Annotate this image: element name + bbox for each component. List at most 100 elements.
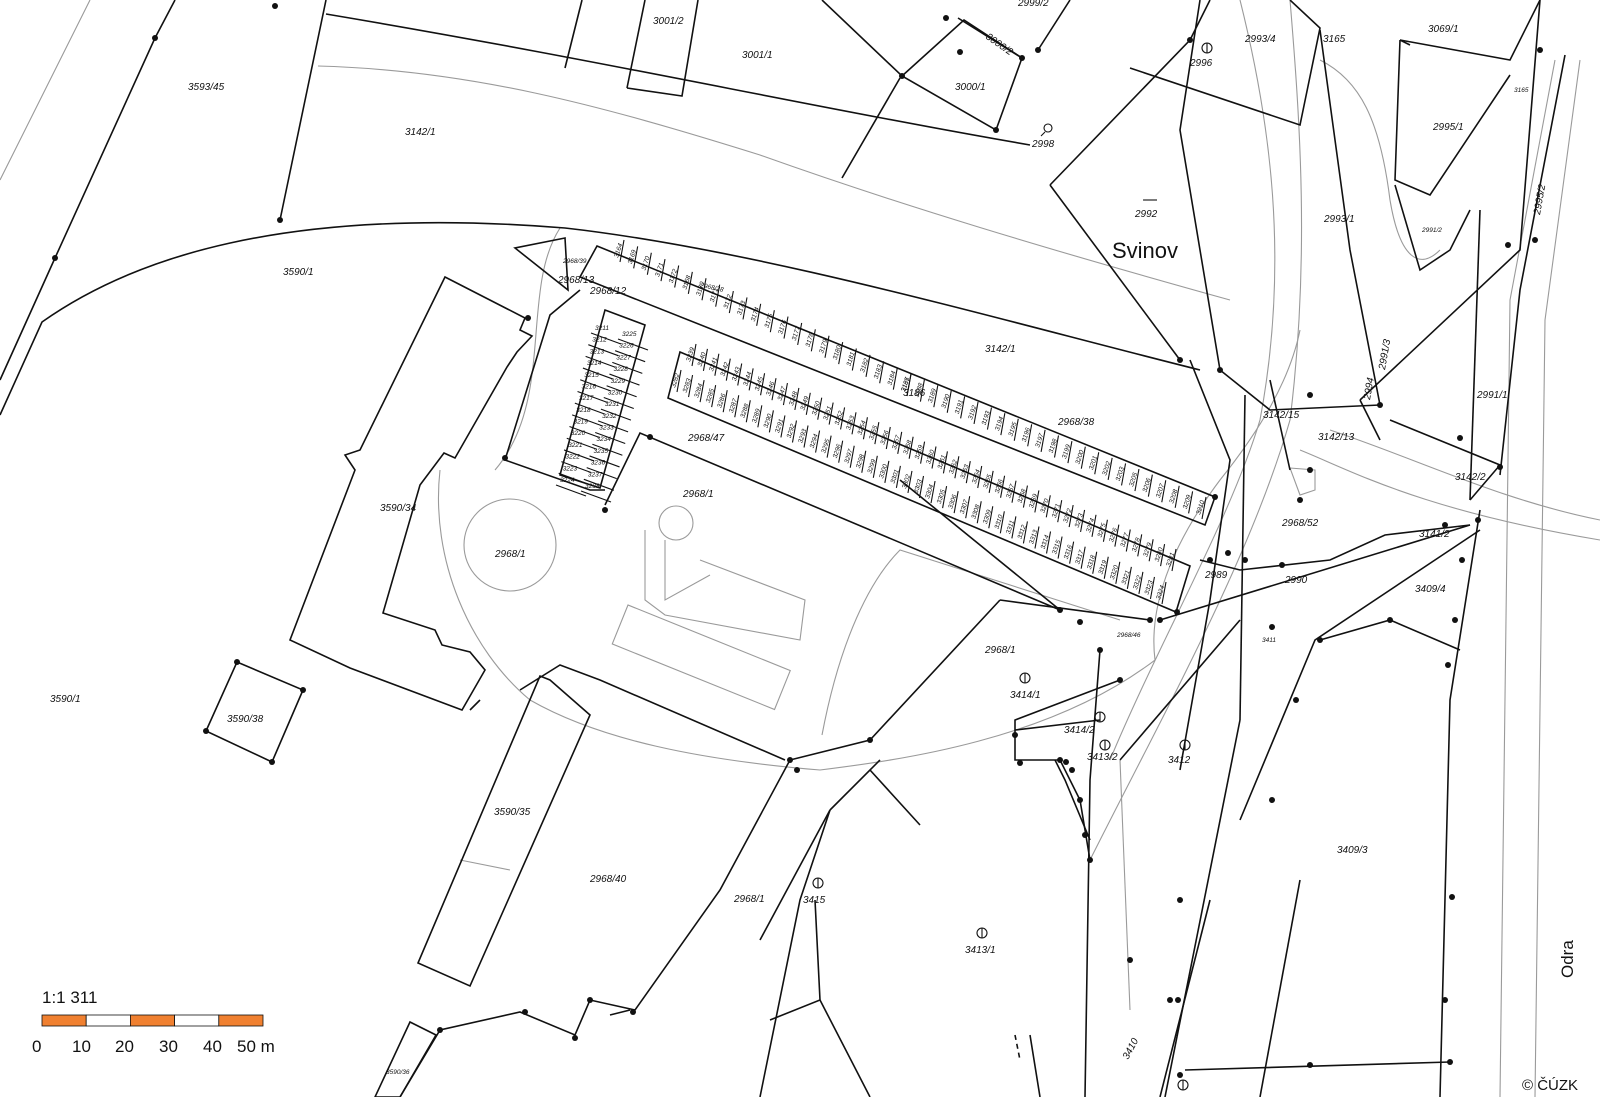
boundary-vertex xyxy=(787,757,793,763)
garage-number-label: 3171 xyxy=(709,287,720,303)
garage-divider xyxy=(1103,556,1109,579)
parcel-label: 3590/1 xyxy=(50,694,81,705)
garage-divider xyxy=(920,441,926,464)
scale-segment xyxy=(218,1014,264,1027)
garage-number-label: 3222 xyxy=(565,454,580,461)
garage-number-label: 3218 xyxy=(576,407,591,414)
scale-tick: 10 xyxy=(72,1037,91,1056)
boundary-vertex xyxy=(1217,367,1223,373)
garage-number-label: 3295 xyxy=(820,438,831,454)
garage-number-label: 3253 xyxy=(845,415,856,431)
parcel-label: 3413/2 xyxy=(1087,752,1118,763)
parcel-label: 2993/1 xyxy=(1323,214,1355,225)
garage-divider xyxy=(986,407,992,430)
garage-divider xyxy=(1161,480,1167,503)
garage-divider xyxy=(555,484,587,497)
garage-number-label: 3323 xyxy=(1144,579,1155,595)
boundary-vertex xyxy=(1497,464,1503,470)
boundary-vertex xyxy=(1069,767,1075,773)
garage-divider xyxy=(826,435,832,458)
garage-divider xyxy=(688,374,694,398)
garage-divider xyxy=(906,373,912,397)
parcel-label: 3415 xyxy=(803,895,826,906)
garage-divider xyxy=(1057,536,1063,559)
garage-divider xyxy=(722,390,728,413)
boundary-vertex xyxy=(1177,1072,1183,1078)
garage-divider xyxy=(1045,495,1051,518)
garage-number-label: 3224 xyxy=(560,477,575,484)
garage-number-label: 3310 xyxy=(994,514,1005,530)
boundary-vertex xyxy=(300,687,306,693)
garage-number-label: 3219 xyxy=(573,419,588,426)
boundary-vertex xyxy=(502,455,508,461)
garage-divider xyxy=(592,443,623,456)
garage-number-label: 3171 xyxy=(654,261,665,277)
building-3590-35 xyxy=(416,674,591,988)
parcel-label: 2968/47 xyxy=(687,433,725,444)
parcel-label: 3409/4 xyxy=(1415,584,1446,595)
garage-number-label: 3176 xyxy=(777,319,788,335)
garage-number-label: 3256 xyxy=(880,429,891,445)
parcel-labels: 3593/45 3142/1 3001/1 3001/2 3000/1 3000… xyxy=(50,0,1548,1076)
garage-divider xyxy=(1045,531,1052,554)
garage-number-label: 3228 xyxy=(613,366,628,373)
garage-divider xyxy=(931,446,937,469)
garage-divider xyxy=(1080,446,1086,469)
garage-number-label: 3294 xyxy=(809,433,820,449)
garage-number-label: 3212 xyxy=(592,337,607,344)
garage-number-label: 3193 xyxy=(981,410,992,426)
boundary-vertex xyxy=(1212,494,1218,500)
garage-divider xyxy=(582,367,614,380)
garage-divider xyxy=(824,335,830,358)
scale-segments xyxy=(41,1014,264,1027)
garage-number-label: 3243 xyxy=(731,366,742,382)
garage-number-label: 3307 xyxy=(959,499,970,515)
building-symbol-icon xyxy=(1201,42,1213,54)
boundary-vertex xyxy=(1077,619,1083,625)
garage-number-label: 3255 xyxy=(868,424,879,440)
garage-number-label: 3179 xyxy=(818,338,829,354)
garage-number-label: 3242 xyxy=(720,361,731,377)
garage-number-label: 3168 xyxy=(682,274,693,290)
garage-divider xyxy=(577,390,608,403)
garage-number-label: 3312 xyxy=(1017,524,1028,540)
parcel-label: 3409/3 xyxy=(1337,845,1368,856)
garage-divider xyxy=(702,348,708,371)
garage-divider xyxy=(1013,418,1019,441)
parcel-label: 2991/1 xyxy=(1476,390,1508,401)
boundary-vertex xyxy=(1447,1059,1453,1065)
garage-number-label: 3278 xyxy=(1131,537,1142,553)
garage-number-label: 3234 xyxy=(596,436,611,443)
boundary-vertex xyxy=(1175,997,1181,1003)
garage-number-label: 3300 xyxy=(878,463,889,479)
garage-divider xyxy=(558,472,589,485)
garage-number-label: 3237 xyxy=(588,471,603,478)
boundary-vertex xyxy=(1297,497,1303,503)
garage-number-label: 3223 xyxy=(563,465,578,472)
garage-number-label: 3289 xyxy=(751,408,762,424)
garage-number-label: 3288 xyxy=(740,403,751,419)
garage-number-label: 3276 xyxy=(1108,527,1119,543)
garage-number-label: 3195 xyxy=(1008,421,1019,437)
garage-divider xyxy=(1000,475,1006,498)
garage-divider xyxy=(861,450,867,473)
garage-divider xyxy=(742,297,748,320)
garage-number-label: 3249 xyxy=(800,395,811,411)
garage-divider xyxy=(849,445,855,468)
garage-divider xyxy=(589,455,620,468)
garage-number-label: 3173 xyxy=(736,300,747,316)
garage-divider xyxy=(691,343,697,367)
copyright-label: © ČÚZK xyxy=(1522,1077,1578,1094)
parcel-label: 2994 xyxy=(1362,376,1377,401)
garage-number-label: 3277 xyxy=(1120,532,1131,548)
garage-number-label: 3252 xyxy=(834,410,845,426)
boundary-vertex xyxy=(943,15,949,21)
garage-divider xyxy=(1080,509,1086,533)
scale-tick: 50 m xyxy=(237,1037,275,1056)
boundary-vertex xyxy=(1207,557,1213,563)
scale-tick: 30 xyxy=(159,1037,178,1056)
parcel-boundaries xyxy=(0,0,1566,1097)
garage-number-label: 3272 xyxy=(1062,507,1073,523)
scale-tick: 20 xyxy=(115,1037,134,1056)
